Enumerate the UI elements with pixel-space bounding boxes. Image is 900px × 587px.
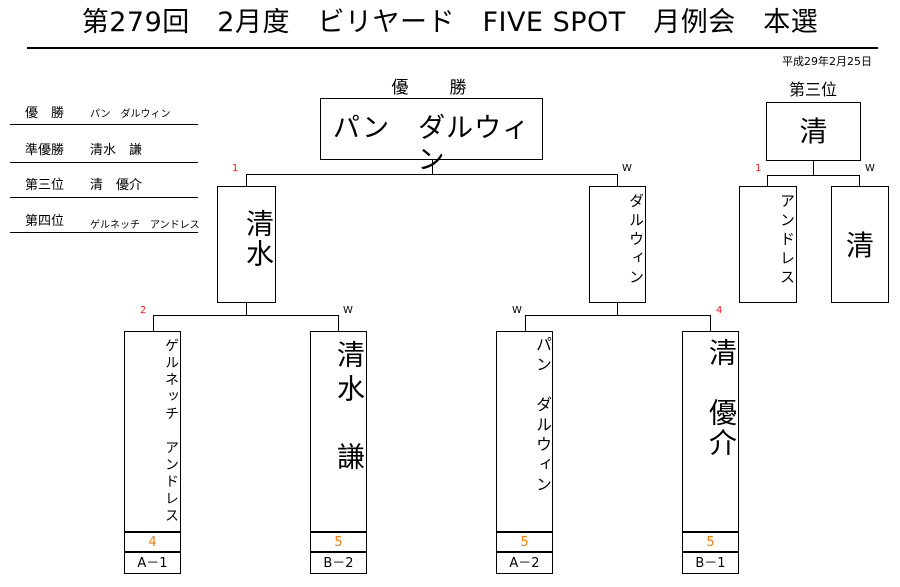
bracket-line — [246, 303, 247, 315]
player-3-slot-cell: A－2 — [496, 552, 553, 574]
bracket-line — [617, 174, 618, 186]
player-2-mark: W — [343, 305, 353, 316]
result-label-3: 第三位 — [25, 178, 65, 193]
bracket-line — [710, 315, 711, 331]
third-place-header: 第三位 — [788, 80, 837, 99]
third-right-mark: W — [865, 163, 875, 174]
results-list: 優 勝 パン ダルウィン 準優勝 清水 謙 第三位 清 優介 第四位 ゲルネッチ… — [10, 105, 200, 235]
semifinal-left-mark: 1 — [232, 163, 239, 174]
player-3-box: パン ダルウィン — [496, 331, 553, 532]
bracket-line — [153, 315, 339, 316]
result-value-2: 清水 謙 — [90, 143, 143, 158]
player-1-name: ゲルネッチ アンドレス — [163, 338, 179, 525]
bracket-line — [767, 175, 860, 176]
player-1-slot: A－1 — [137, 556, 168, 571]
bracket-line — [813, 161, 814, 175]
player-4-slot-cell: B－1 — [682, 552, 739, 574]
third-place-winner-name: 清 — [799, 115, 828, 148]
player-4-score: 5 — [706, 535, 715, 550]
result-underline-1 — [10, 124, 198, 125]
semifinal-left-box: 清水 — [217, 186, 276, 303]
player-4-mark: 4 — [716, 305, 723, 316]
player-2-score: 5 — [334, 535, 343, 550]
player-3-score-cell: 5 — [496, 532, 553, 552]
champion-name: パン ダルウィン — [332, 113, 531, 176]
player-2-name: 清水 謙 — [333, 340, 366, 476]
player-1-box: ゲルネッチ アンドレス — [124, 331, 181, 532]
player-1-score-cell: 4 — [124, 532, 181, 552]
bracket-line — [153, 315, 154, 331]
third-left-mark: 1 — [755, 163, 762, 174]
third-left-name: アンドレス — [778, 193, 796, 288]
player-1-score: 4 — [148, 535, 157, 550]
champion-box: パン ダルウィン — [320, 98, 543, 176]
bracket-line — [525, 315, 526, 331]
player-3-name: パン ダルウィン — [533, 336, 552, 496]
bracket-line — [859, 175, 860, 186]
third-right-name: 清 — [845, 229, 874, 262]
player-2-slot-cell: B－2 — [310, 552, 367, 574]
player-4-score-cell: 5 — [682, 532, 739, 552]
bracket-line — [525, 315, 711, 316]
result-underline-2 — [10, 162, 198, 163]
player-3-slot: A－2 — [509, 556, 540, 571]
bracket-line — [432, 160, 433, 174]
player-4-slot: B－1 — [695, 556, 726, 571]
player-1-mark: 2 — [140, 305, 147, 316]
semifinal-right-mark: W — [622, 163, 632, 174]
third-place-winner-box: 清 — [766, 102, 861, 161]
player-4-box: 清 優介 — [682, 331, 739, 532]
title-underline — [27, 47, 878, 49]
result-value-4: ゲルネッチ アンドレス — [90, 220, 200, 231]
third-right-box: 清 — [831, 186, 889, 303]
semifinal-right-box: ダルウィン — [589, 186, 646, 303]
bracket-line — [246, 174, 618, 175]
champion-header: 優 勝 — [391, 78, 479, 98]
page-title: 第279回 2月度 ビリヤード FIVE SPOT 月例会 本選 — [81, 7, 819, 38]
player-2-slot: B－2 — [323, 556, 354, 571]
result-underline-3 — [10, 197, 198, 198]
bracket-line — [246, 174, 247, 186]
player-1-slot-cell: A－1 — [124, 552, 181, 574]
result-label-2: 準優勝 — [25, 143, 65, 158]
result-label-1: 優 勝 — [25, 106, 65, 121]
result-underline-4 — [10, 232, 198, 233]
bracket-line — [338, 315, 339, 331]
bracket-line — [617, 303, 618, 315]
result-value-1: パン ダルウィン — [90, 109, 171, 120]
player-2-score-cell: 5 — [310, 532, 367, 552]
result-label-4: 第四位 — [25, 214, 65, 229]
player-3-score: 5 — [520, 535, 529, 550]
bracket-line — [767, 175, 768, 186]
player-2-box: 清水 謙 — [310, 331, 367, 532]
player-3-mark: W — [512, 305, 522, 316]
semifinal-right-name: ダルウィン — [627, 193, 645, 288]
third-left-box: アンドレス — [739, 186, 797, 303]
player-4-name: 清 優介 — [705, 338, 738, 458]
result-value-3: 清 優介 — [90, 178, 143, 193]
semifinal-left-name: 清水 — [242, 209, 275, 269]
event-date: 平成29年2月25日 — [782, 55, 872, 68]
